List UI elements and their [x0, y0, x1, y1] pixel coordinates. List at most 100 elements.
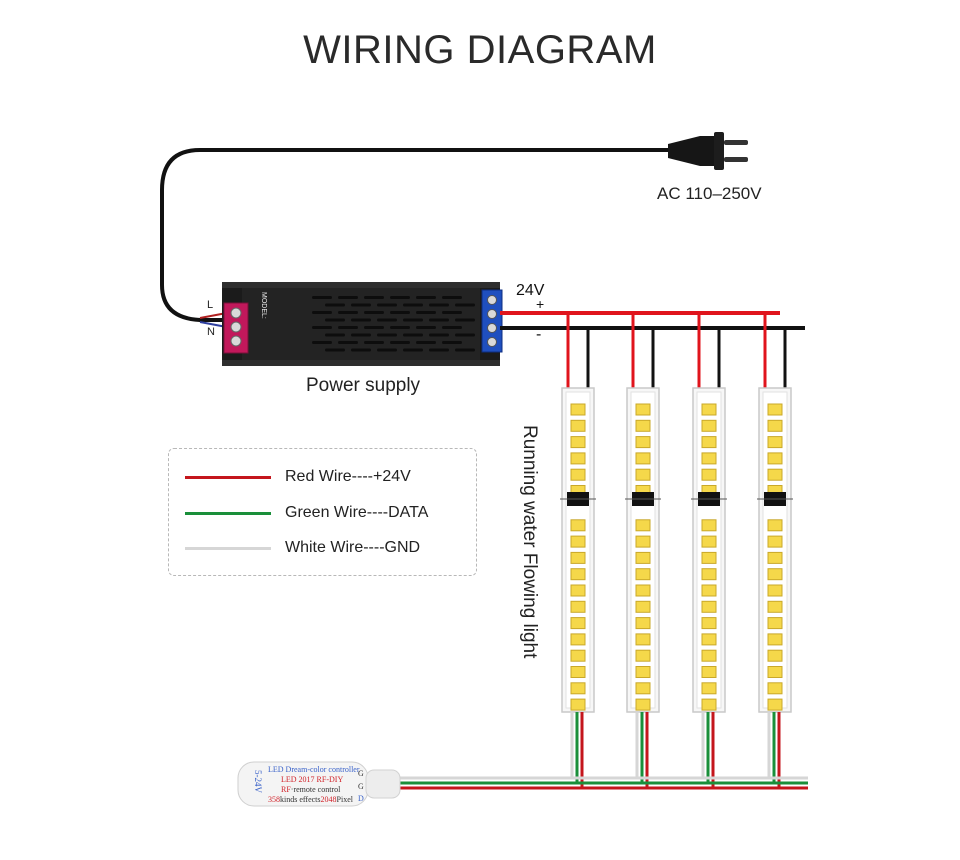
psu-vent-slot — [455, 348, 475, 352]
led-chip — [701, 452, 717, 465]
psu-vent-slot — [312, 311, 332, 314]
psu-vent-slot — [416, 326, 436, 329]
led-chip — [767, 633, 783, 646]
led-chip — [570, 436, 586, 449]
led-chip — [635, 452, 651, 465]
led-chip — [570, 698, 586, 711]
led-chip — [570, 535, 586, 548]
ac-power-cord — [160, 148, 672, 322]
led-chip — [570, 468, 586, 481]
led-chip — [767, 519, 783, 532]
led-chip — [570, 633, 586, 646]
led-chip — [635, 535, 651, 548]
legend-green-line — [185, 511, 271, 515]
psu-vent-slot — [351, 303, 371, 307]
controller-line4-b: kinds effects — [280, 795, 321, 804]
psu-vent-slot — [377, 333, 397, 337]
led-chip — [767, 452, 783, 465]
led-chip — [635, 682, 651, 695]
minus-terminal-label: - — [536, 326, 542, 343]
psu-vent-slot — [338, 326, 358, 329]
led-chip — [767, 584, 783, 597]
led-chip — [701, 649, 717, 662]
led-chip — [635, 519, 651, 532]
led-chip — [767, 436, 783, 449]
led-chip — [767, 649, 783, 662]
psu-vent-slot — [429, 303, 449, 307]
psu-vent-slot — [429, 333, 449, 337]
psu-vent-slot — [403, 303, 423, 307]
psu-vent-slot — [351, 333, 371, 337]
psu-vent-slot — [377, 318, 397, 322]
led-chip — [767, 682, 783, 695]
psu-vent-slot — [338, 311, 358, 314]
led-chip — [701, 419, 717, 432]
psu-vent-slot — [338, 296, 358, 299]
led-chip — [635, 698, 651, 711]
psu-vent-slot — [312, 296, 332, 299]
led-chip — [635, 436, 651, 449]
psu-vent-slot — [390, 326, 410, 329]
controller-line3-a: RF — [281, 785, 291, 794]
psu-vent-slot — [351, 348, 371, 352]
controller-pin-g2: G — [358, 782, 364, 791]
led-strip-3 — [691, 313, 727, 788]
led-chip — [635, 568, 651, 581]
psu-vent-slot — [429, 318, 449, 322]
psu-vent-slot — [416, 341, 436, 344]
psu-vent-slot — [390, 311, 410, 314]
psu-vent-slot — [429, 348, 449, 352]
strip-description-text: Running water Flowing light — [519, 425, 540, 659]
output-voltage-label: 24V — [516, 282, 545, 299]
led-controller: LED Dream-color controller LED 2017 RF-D… — [237, 761, 401, 807]
led-chip — [767, 551, 783, 564]
led-strip-2 — [625, 313, 661, 788]
controller-line3-b: remote control — [293, 785, 341, 794]
led-chip — [570, 403, 586, 416]
psu-vent-slot — [325, 348, 345, 352]
psu-vent-slot — [325, 333, 345, 337]
led-chip — [635, 551, 651, 564]
psu-vent-slot — [442, 326, 462, 329]
power-supply-label: Power supply — [306, 375, 421, 396]
legend-item-white: White Wire----GND — [185, 537, 420, 559]
led-chip — [701, 436, 717, 449]
led-chip — [701, 535, 717, 548]
psu-vent-slot — [442, 311, 462, 314]
psu-vent-slot — [364, 311, 384, 314]
controller-line4-c: 2048 — [321, 795, 337, 804]
svg-text:358kinds effects2048Pixel: 358kinds effects2048Pixel — [268, 795, 354, 804]
ac-plug-icon — [668, 132, 748, 170]
led-chip — [767, 419, 783, 432]
plus-terminal-label: + — [536, 296, 545, 312]
terminal-l-label: L — [207, 299, 213, 311]
bottom-signal-wires — [358, 776, 808, 790]
led-chip — [635, 403, 651, 416]
led-chip — [635, 633, 651, 646]
psu-vent-slot — [325, 318, 345, 322]
controller-line4-a: 358 — [268, 795, 280, 804]
psu-vent-slot — [455, 318, 475, 322]
controller-pin-d: D — [358, 794, 364, 803]
output-terminal-block — [481, 289, 503, 353]
led-chip — [570, 568, 586, 581]
led-chip — [701, 600, 717, 613]
psu-vent-slot — [416, 311, 436, 314]
led-chip — [767, 568, 783, 581]
led-chip — [635, 666, 651, 678]
psu-vent-slot — [364, 296, 384, 299]
led-chip — [570, 682, 586, 695]
svg-text:RF·remote control: RF·remote control — [281, 785, 341, 794]
led-chip — [570, 617, 586, 630]
legend-item-green: Green Wire----DATA — [185, 502, 428, 524]
led-chip — [767, 617, 783, 630]
led-chip — [701, 666, 717, 678]
psu-vent-slot — [403, 333, 423, 337]
led-chip — [701, 617, 717, 630]
led-chip — [701, 519, 717, 532]
controller-line2: LED 2017 RF-DIY — [281, 775, 343, 784]
led-chip — [635, 419, 651, 432]
led-chip — [570, 452, 586, 465]
led-chip — [570, 649, 586, 662]
psu-vent-slot — [364, 326, 384, 329]
